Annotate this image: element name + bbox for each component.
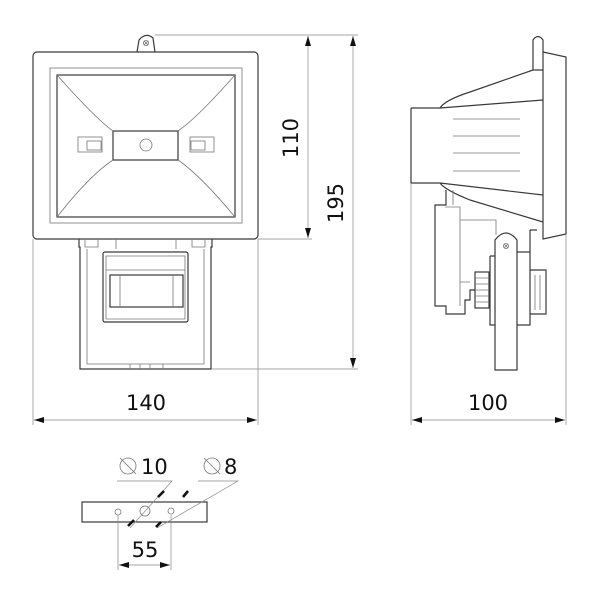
mount-hole-right	[167, 507, 175, 515]
side-bracket	[434, 190, 547, 371]
housing-body-side	[410, 69, 544, 223]
diameter-symbol	[203, 457, 221, 475]
dimension-label-110: 110	[279, 118, 303, 158]
sensor-lens	[109, 274, 184, 308]
reflector	[56, 74, 236, 218]
lamp-holder-right-inner	[190, 140, 206, 151]
side-view: 100	[410, 35, 567, 425]
mount-hole-center	[139, 505, 151, 517]
lamp-holder-left-inner	[86, 140, 102, 151]
lamp-holder-left	[77, 136, 103, 153]
dimension-label-140: 140	[126, 391, 166, 415]
reflector-curves	[56, 74, 236, 218]
dimension-label-55: 55	[132, 538, 159, 562]
hole-diameter-label-8: 8	[224, 455, 237, 479]
lamp-center-block	[112, 130, 179, 161]
lamp-holder-right	[189, 136, 215, 153]
sensor-window	[102, 251, 189, 323]
sensor-bracket	[78, 239, 213, 370]
center-circle	[139, 138, 153, 152]
housing-inner-frame	[49, 67, 243, 224]
dimension-label-195: 195	[324, 183, 348, 223]
hole-diameter-label-10: 10	[141, 455, 168, 479]
cooling-fins	[453, 118, 520, 172]
diameter-symbol	[119, 457, 137, 475]
screw-icon	[142, 40, 149, 47]
screw-icon	[502, 242, 509, 249]
mounting-plate	[81, 501, 208, 523]
mounting-plate-view: 10 8 55	[81, 455, 240, 570]
mounting-arm	[494, 232, 518, 371]
mount-hole-left	[114, 508, 122, 516]
front-plate-side	[542, 51, 567, 240]
side-tab	[532, 35, 544, 70]
dimension-label-100: 100	[468, 391, 508, 415]
front-view: 110 195 140	[32, 34, 358, 425]
housing-frame	[32, 51, 259, 240]
mounting-tab	[136, 34, 156, 53]
